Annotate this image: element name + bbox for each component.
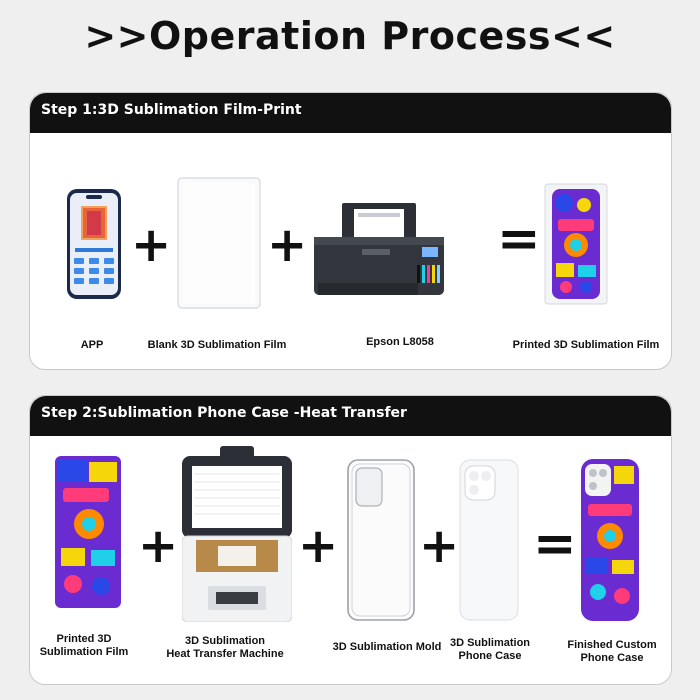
phone-case-caption: 3D Sublimation Phone Case xyxy=(449,637,531,662)
step1-panel: Step 1:3D Sublimation Film-Print + + xyxy=(29,92,672,370)
printed-film-image xyxy=(53,452,123,612)
step1-header-bar: Step 1:3D Sublimation Film-Print xyxy=(30,93,671,133)
mold-caption: 3D Sublimation Mold xyxy=(332,641,442,653)
step2-header-bar: Step 2:Sublimation Phone Case -Heat Tran… xyxy=(30,396,671,436)
printed-film-caption: Printed 3D Sublimation Film xyxy=(512,339,660,351)
printer-caption: Epson L8058 xyxy=(366,336,434,348)
equals-operator: = xyxy=(497,209,541,269)
plus-operator: + xyxy=(298,518,339,574)
step2-label: Step 2:Sublimation Phone Case -Heat Tran… xyxy=(41,405,407,421)
plus-operator: + xyxy=(419,518,460,574)
machine-caption: 3D Sublimation Heat Transfer Machine xyxy=(166,635,284,660)
step2-panel: Step 2:Sublimation Phone Case -Heat Tran… xyxy=(29,395,672,685)
page-title: >>Operation Process<< xyxy=(84,14,616,58)
sublimation-mold-image xyxy=(346,458,416,624)
finished-phone-case-image xyxy=(580,458,640,622)
blank-film-image xyxy=(177,177,261,309)
app-caption: APP xyxy=(80,339,104,351)
equals-operator: = xyxy=(533,514,577,574)
printed-film-image xyxy=(544,183,608,305)
heat-transfer-machine-image xyxy=(182,446,292,622)
blank-film-caption: Blank 3D Sublimation Film xyxy=(147,339,287,351)
plus-operator: + xyxy=(138,518,179,574)
sublimation-phone-case-image xyxy=(458,458,520,624)
plus-operator: + xyxy=(131,217,172,273)
app-phone-image xyxy=(66,188,122,300)
step1-label: Step 1:3D Sublimation Film-Print xyxy=(41,102,302,118)
finished-case-caption: Finished Custom Phone Case xyxy=(567,639,657,664)
printed-film-caption: Printed 3D Sublimation Film xyxy=(39,633,129,658)
printer-image xyxy=(314,203,444,297)
plus-operator: + xyxy=(267,217,308,273)
